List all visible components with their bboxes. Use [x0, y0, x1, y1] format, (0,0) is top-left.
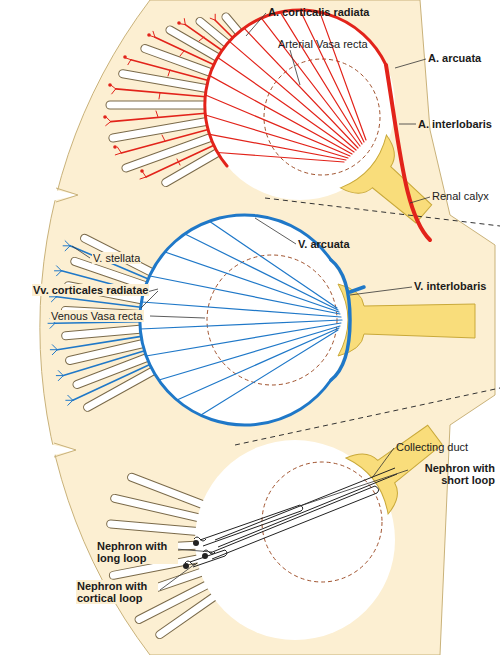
leader-lines — [72, 13, 430, 590]
label: V. arcuata — [298, 238, 350, 250]
label: A. corticalis radiata — [268, 6, 370, 18]
nephrons — [185, 468, 397, 567]
glomerulus — [177, 21, 181, 25]
venous-tree — [48, 215, 364, 425]
label: Renal calyx — [432, 190, 489, 202]
label: Vv. corticales radiatae — [32, 284, 149, 296]
glomerulus — [147, 33, 151, 37]
interlobar-vein — [331, 260, 364, 380]
arterial-tree — [106, 10, 430, 240]
nephron-glomeruli — [183, 540, 208, 569]
renal-calyx — [346, 407, 456, 514]
glomerulus — [123, 55, 127, 59]
glomerulus — [113, 145, 117, 149]
label: V. stellata — [92, 252, 141, 264]
arterial-vasa-recta — [206, 10, 367, 162]
renal-pyramid — [140, 215, 350, 425]
renal-calyx — [338, 284, 475, 356]
renal-calyx — [340, 135, 446, 240]
renal-cortex — [40, 0, 495, 655]
glomerulus — [193, 540, 199, 546]
label: Nephron with cortical loop — [76, 580, 158, 604]
medulla-boundary — [207, 255, 337, 385]
label: Nephron with long loop — [96, 540, 178, 564]
interlobar-artery — [386, 65, 430, 240]
stellate-vein — [48, 241, 73, 405]
glomerulus — [103, 115, 107, 119]
sector-divider — [235, 198, 500, 445]
glomeruli — [103, 21, 181, 173]
collecting-duct — [215, 468, 397, 547]
glomerulus — [202, 553, 208, 559]
label: A. interlobaris — [418, 118, 492, 130]
label: Venous Vasa recta — [50, 310, 144, 322]
nephron-short-loop — [200, 505, 303, 546]
glomerulus — [183, 563, 189, 569]
label: Collecting duct — [396, 441, 468, 453]
arcuate-artery — [205, 10, 386, 166]
cortical-radiate-vein — [55, 246, 150, 400]
label: Nephron with short loop — [410, 462, 495, 486]
glomerulus — [140, 169, 144, 173]
venous-vasa-recta — [140, 221, 342, 415]
label: A. arcuata — [428, 52, 481, 64]
glomerulus — [108, 83, 112, 87]
nephron-long-loop — [210, 486, 379, 559]
arteriole-twigs — [106, 14, 216, 179]
label: V. interlobaris — [414, 280, 486, 292]
cortical-radiate-artery — [111, 20, 233, 177]
label: Arterial Vasa recta — [278, 38, 368, 50]
